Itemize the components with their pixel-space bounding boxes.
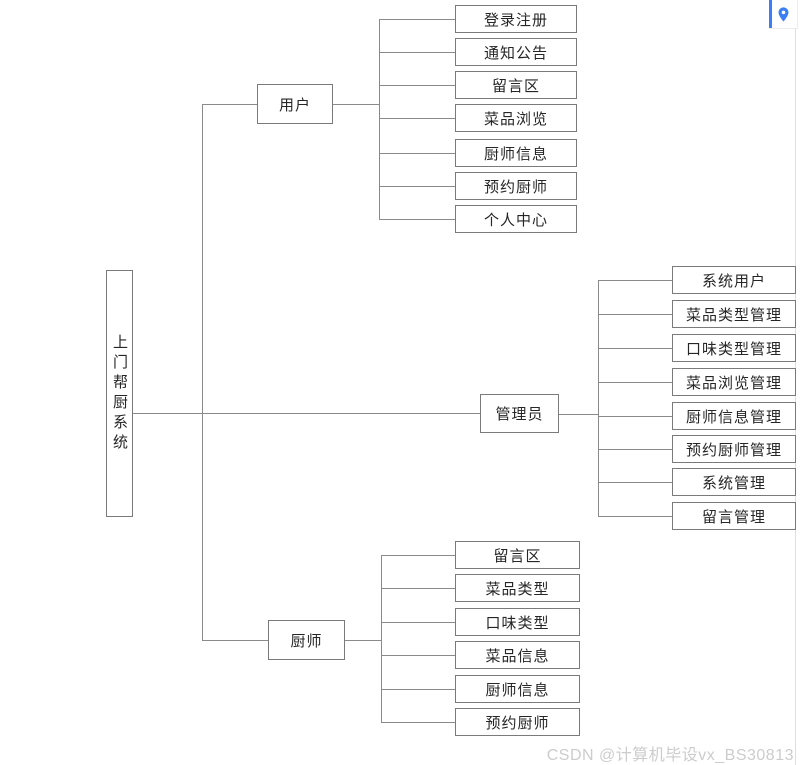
- leaf-box: 留言区: [455, 71, 577, 99]
- connector-bus-to-leaf: [381, 555, 455, 556]
- connector-bus-to-leaf: [379, 85, 455, 86]
- leaf-box: 登录注册: [455, 5, 577, 33]
- leaf-box: 厨师信息: [455, 675, 580, 703]
- leaf-box: 系统管理: [672, 468, 796, 496]
- connector-bus-to-leaf: [381, 588, 455, 589]
- leaf-box: 菜品类型管理: [672, 300, 796, 328]
- connector-bus-to-leaf: [379, 52, 455, 53]
- leaf-box: 菜品浏览: [455, 104, 577, 132]
- connector-trunk-to-node: [202, 640, 268, 641]
- location-pin-icon: [778, 6, 788, 22]
- branch-bus-line: [379, 19, 380, 219]
- connector-bus-to-leaf: [598, 314, 672, 315]
- connector-bus-to-leaf: [598, 482, 672, 483]
- leaf-box: 口味类型管理: [672, 334, 796, 362]
- connector-bus-to-leaf: [379, 118, 455, 119]
- root-node-box: 上门帮厨系统: [106, 270, 133, 517]
- leaf-box: 菜品信息: [455, 641, 580, 669]
- leaf-box: 厨师信息管理: [672, 402, 796, 430]
- branch-node-box: 用户: [257, 84, 333, 124]
- connector-bus-to-leaf: [598, 382, 672, 383]
- connector-bus-to-leaf: [379, 219, 455, 220]
- branch-bus-line: [381, 555, 382, 722]
- leaf-box: 口味类型: [455, 608, 580, 636]
- pin-accent-bar: [769, 0, 772, 28]
- connector-bus-to-leaf: [598, 348, 672, 349]
- leaf-box: 留言管理: [672, 502, 796, 530]
- leaf-box: 个人中心: [455, 205, 577, 233]
- connector-node-to-bus: [345, 640, 381, 641]
- connector-root-to-admin: [133, 413, 480, 414]
- leaf-box: 厨师信息: [455, 139, 577, 167]
- connector-trunk-to-node: [202, 104, 257, 105]
- connector-bus-to-leaf: [381, 655, 455, 656]
- leaf-box: 预约厨师管理: [672, 435, 796, 463]
- connector-node-to-bus: [559, 414, 598, 415]
- leaf-box: 留言区: [455, 541, 580, 569]
- connector-node-to-bus: [333, 104, 379, 105]
- leaf-box: 系统用户: [672, 266, 796, 294]
- connector-bus-to-leaf: [379, 19, 455, 20]
- leaf-box: 菜品类型: [455, 574, 580, 602]
- connector-bus-to-leaf: [381, 722, 455, 723]
- connector-bus-to-leaf: [381, 689, 455, 690]
- branch-node-box: 厨师: [268, 620, 345, 660]
- connector-bus-to-leaf: [379, 153, 455, 154]
- leaf-box: 预约厨师: [455, 708, 580, 736]
- connector-bus-to-leaf: [598, 416, 672, 417]
- connector-bus-to-leaf: [598, 280, 672, 281]
- connector-bus-to-leaf: [379, 186, 455, 187]
- leaf-box: 通知公告: [455, 38, 577, 66]
- connector-bus-to-leaf: [598, 449, 672, 450]
- branch-node-box: 管理员: [480, 394, 559, 433]
- leaf-box: 菜品浏览管理: [672, 368, 796, 396]
- branch-bus-line: [598, 280, 599, 516]
- connector-bus-to-leaf: [381, 622, 455, 623]
- leaf-box: 预约厨师: [455, 172, 577, 200]
- map-pin-widget[interactable]: [769, 0, 798, 29]
- trunk-line: [202, 104, 203, 640]
- connector-bus-to-leaf: [598, 516, 672, 517]
- watermark-text: CSDN @计算机毕设vx_BS30813: [546, 747, 794, 764]
